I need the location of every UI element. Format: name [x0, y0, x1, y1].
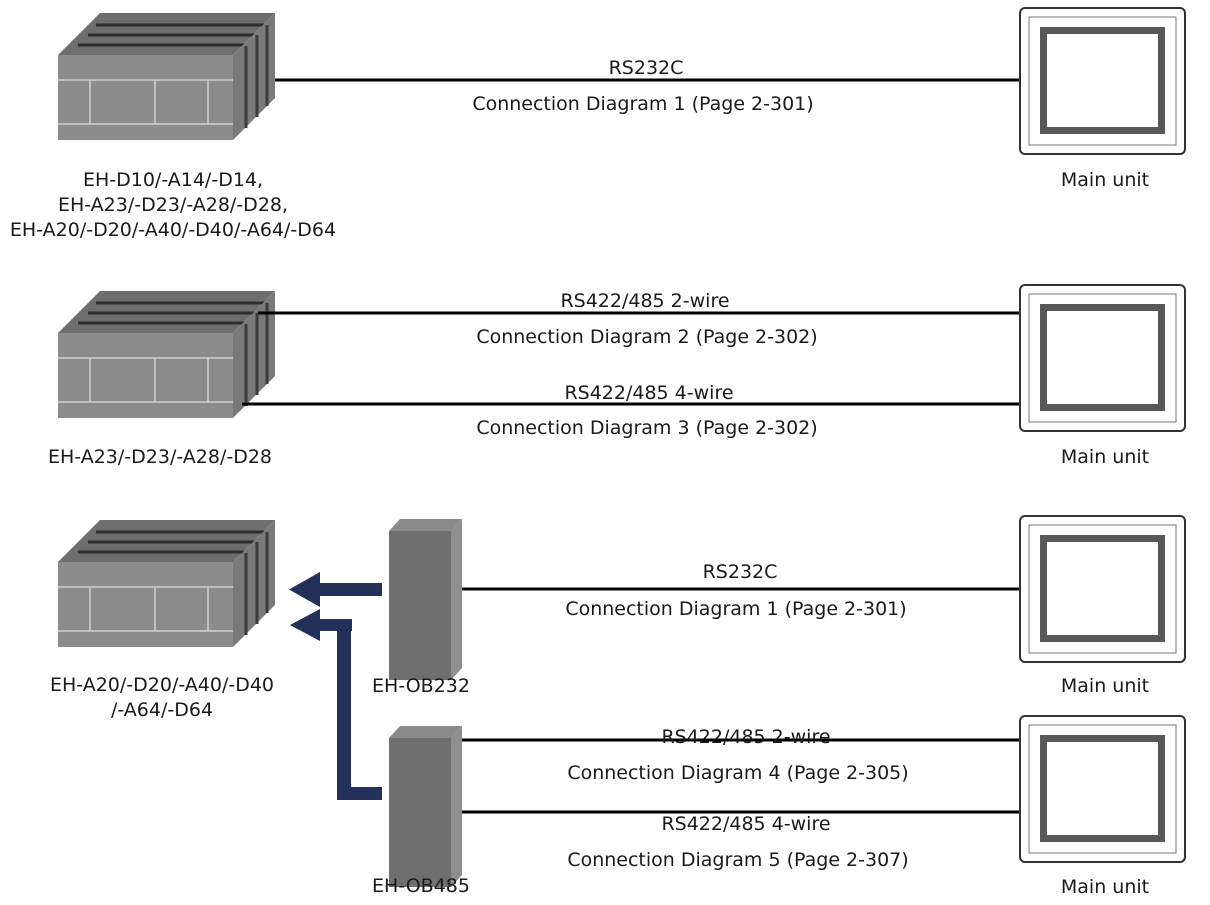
arrow-icon — [289, 572, 382, 607]
option-board-image — [389, 519, 462, 680]
main-unit-label: Main unit — [1060, 675, 1150, 697]
arrow-icon — [290, 609, 382, 800]
main-unit-label: Main unit — [1060, 446, 1150, 468]
connection-diagram-link[interactable]: Connection Diagram 1 (Page 2-301) — [472, 93, 814, 115]
option-board-label: EH-OB232 — [372, 675, 470, 697]
plc-unit-image — [56, 289, 277, 420]
option-board-image — [389, 726, 462, 887]
connection-diagram-link[interactable]: Connection Diagram 2 (Page 2-302) — [476, 326, 818, 348]
protocol-label: RS422/485 4-wire — [564, 382, 734, 404]
connection-diagram-link[interactable]: Connection Diagram 1 (Page 2-301) — [565, 598, 907, 620]
connection-diagram-link[interactable]: Connection Diagram 3 (Page 2-302) — [476, 417, 818, 439]
protocol-label: RS232C — [702, 561, 778, 583]
plc-model-label: EH-D10/-A14/-D14, EH-A23/-D23/-A28/-D28,… — [9, 169, 337, 241]
plc-model-label: EH-A23/-D23/-A28/-D28 — [47, 446, 273, 468]
main-unit-label: Main unit — [1060, 169, 1150, 191]
option-board-label: EH-OB485 — [372, 875, 470, 897]
protocol-label: RS422/485 2-wire — [560, 290, 730, 312]
main-unit-label: Main unit — [1060, 876, 1150, 898]
main-unit-image — [1019, 715, 1186, 863]
main-unit-image — [1019, 7, 1186, 155]
protocol-label: RS232C — [608, 57, 684, 79]
plc-unit-image — [56, 518, 277, 649]
connection-diagram-link[interactable]: Connection Diagram 5 (Page 2-307) — [567, 849, 909, 871]
connection-diagram-link[interactable]: Connection Diagram 4 (Page 2-305) — [567, 762, 909, 784]
plc-model-label: EH-A20/-D20/-A40/-D40 /-A64/-D64 — [49, 674, 275, 721]
main-unit-image — [1019, 284, 1186, 432]
main-unit-image — [1019, 515, 1186, 663]
plc-unit-image — [56, 11, 277, 142]
protocol-label: RS422/485 2-wire — [661, 726, 831, 748]
protocol-label: RS422/485 4-wire — [661, 813, 831, 835]
